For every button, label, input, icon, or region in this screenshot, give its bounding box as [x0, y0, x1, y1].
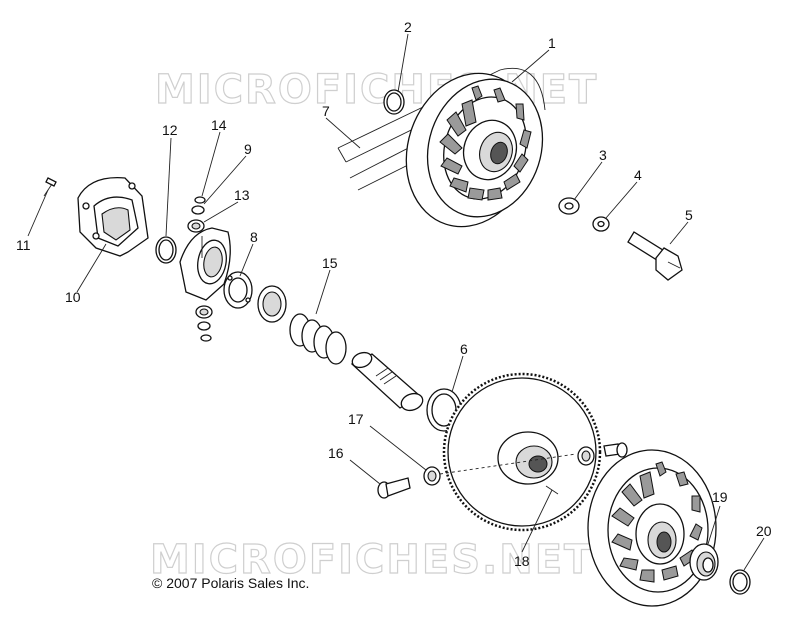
shaft-sleeve [350, 351, 424, 412]
callout-2: 2 [404, 19, 412, 35]
spider-assembly [179, 227, 231, 301]
callout-3: 3 [599, 147, 607, 163]
moveable-sheave [587, 449, 717, 607]
callout-labels: 1 2 3 4 5 6 7 8 9 10 11 12 13 14 15 16 1… [16, 19, 772, 569]
cam-plate [257, 285, 287, 323]
callout-1: 1 [548, 35, 556, 51]
callout-6: 6 [460, 341, 468, 357]
screw-11 [43, 177, 57, 197]
bearing-19 [689, 543, 719, 581]
bolt-16 [377, 477, 411, 499]
leader-lines [27, 33, 765, 571]
washer-9 [191, 205, 205, 215]
callout-16: 16 [328, 445, 344, 461]
watermark-bottom: MICROFICHES.NET [150, 537, 593, 583]
bolt-right [603, 442, 628, 458]
drive-sheave [405, 72, 544, 228]
washer-3 [558, 197, 580, 215]
snap-ring-20 [729, 569, 751, 595]
callout-15: 15 [322, 255, 338, 271]
bushing-right [577, 446, 595, 466]
callout-7: 7 [322, 103, 330, 119]
callout-19: 19 [712, 489, 728, 505]
driven-sheave [442, 372, 602, 532]
cover-10 [77, 177, 149, 257]
callout-18: 18 [514, 553, 530, 569]
clip-14 [194, 196, 206, 204]
copyright-notice: © 2007 Polaris Sales Inc. [152, 575, 310, 591]
spring-15 [289, 313, 347, 365]
snap-ring-12 [155, 236, 177, 264]
callout-12: 12 [162, 122, 178, 138]
callout-14: 14 [211, 117, 227, 133]
lower-roller [195, 305, 213, 342]
callout-4: 4 [634, 167, 642, 183]
callout-17: 17 [348, 411, 364, 427]
callout-20: 20 [756, 523, 772, 539]
bushing-17 [423, 466, 441, 486]
bolt-5 [627, 231, 683, 281]
washer-4 [592, 216, 610, 232]
roller-13 [187, 219, 205, 233]
callout-5: 5 [685, 207, 693, 223]
callout-8: 8 [250, 229, 258, 245]
ramp-plate-8 [223, 271, 253, 309]
callout-10: 10 [65, 289, 81, 305]
callout-9: 9 [244, 141, 252, 157]
callout-11: 11 [16, 237, 31, 253]
callout-13: 13 [234, 187, 250, 203]
